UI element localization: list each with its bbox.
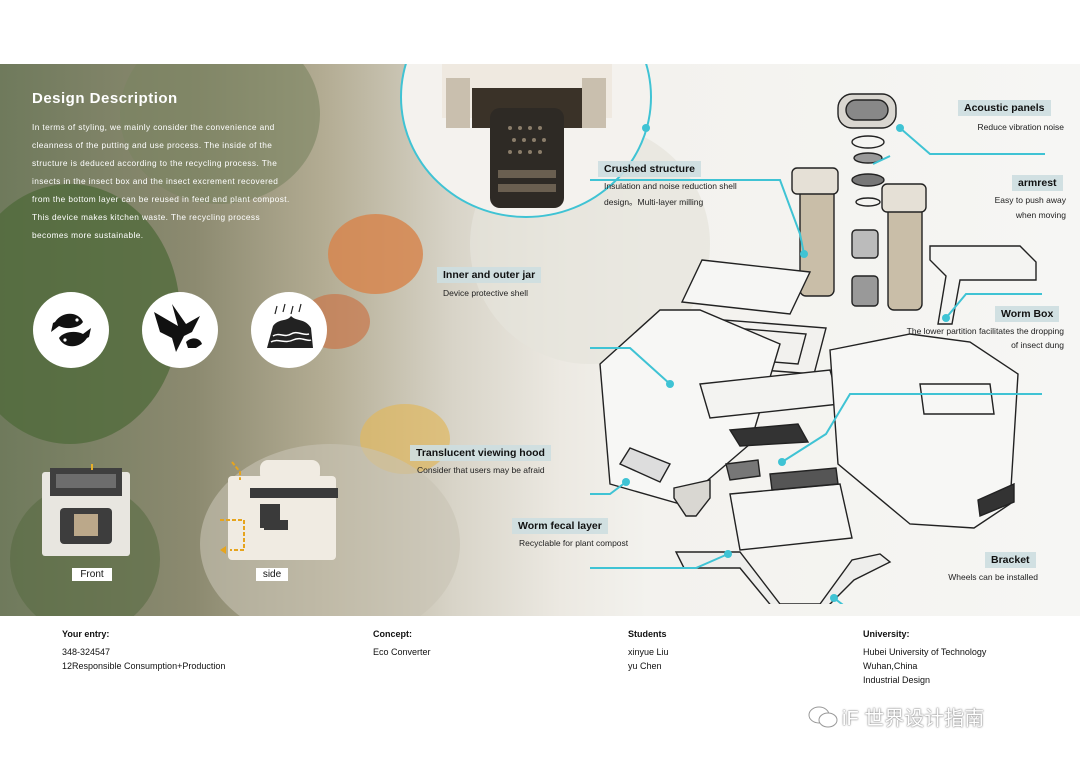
callout-bracket-sub: Wheels can be installed xyxy=(948,572,1038,582)
callout-acoustic-sub: Reduce vibration noise xyxy=(977,122,1064,132)
waves-icon xyxy=(251,292,327,368)
watermark: iF 世界设计指南 xyxy=(842,708,985,730)
wechat-icon xyxy=(808,706,838,728)
entry-label: Your entry: xyxy=(62,629,110,639)
callout-bracket-heading: Bracket xyxy=(985,552,1036,568)
callout-armrest-heading: armrest xyxy=(1012,175,1063,191)
side-label: side xyxy=(256,568,288,581)
students-label: Students xyxy=(628,629,667,639)
footer: Your entry: 348-324547 12Responsible Con… xyxy=(0,616,1080,764)
callout-wormbox-heading: Worm Box xyxy=(995,306,1060,322)
entry-id: 348-324547 xyxy=(62,647,111,657)
concept-label: Concept: xyxy=(373,629,412,639)
callout-hood-heading: Translucent viewing hood xyxy=(410,445,551,461)
front-view-icon xyxy=(40,462,132,560)
detail-pointer xyxy=(642,124,650,132)
university-city: Wuhan,China xyxy=(863,661,918,671)
callout-armrest-sub1: Easy to push away xyxy=(994,195,1066,205)
callout-jar-sub: Device protective shell xyxy=(443,288,529,298)
callout-wormbox-sub1: The lower partition facilitates the drop… xyxy=(906,326,1064,336)
bird-icon xyxy=(142,292,218,368)
poster-panel: Design Description In terms of styling, … xyxy=(0,64,1080,616)
university-label: University: xyxy=(863,629,910,639)
design-description: In terms of styling, we mainly consider … xyxy=(32,122,290,240)
bg-carrot xyxy=(328,214,423,294)
callout-wormbox-sub2: of insect dung xyxy=(1011,340,1064,350)
callout-fecal-heading: Worm fecal layer xyxy=(512,518,608,534)
design-title: Design Description xyxy=(32,90,178,107)
callout-jar-heading: Inner and outer jar xyxy=(437,267,542,283)
student-1: xinyue Liu xyxy=(628,647,669,657)
callout-crushed-sub1: Insulation and noise reduction shell xyxy=(604,181,737,191)
side-view-icon xyxy=(220,450,344,562)
university-dept: Industrial Design xyxy=(863,675,931,685)
fish-icon xyxy=(33,292,109,368)
student-2: yu Chen xyxy=(628,661,662,671)
front-label: Front xyxy=(72,568,112,581)
callout-fecal-sub: Recyclable for plant compost xyxy=(519,538,629,548)
university-name: Hubei University of Technology xyxy=(863,647,987,657)
entry-category: 12Responsible Consumption+Production xyxy=(62,661,226,671)
concept-value: Eco Converter xyxy=(373,647,431,657)
callout-crushed-sub2: design。Multi-layer milling xyxy=(604,197,704,207)
callout-armrest-sub2: when moving xyxy=(1015,210,1066,220)
callout-acoustic-heading: Acoustic panels xyxy=(958,100,1051,116)
callout-hood-sub: Consider that users may be afraid xyxy=(417,465,545,475)
bg-leaf xyxy=(120,64,320,204)
device-exploded-view xyxy=(590,93,1045,604)
callout-crushed-heading: Crushed structure xyxy=(598,161,702,177)
